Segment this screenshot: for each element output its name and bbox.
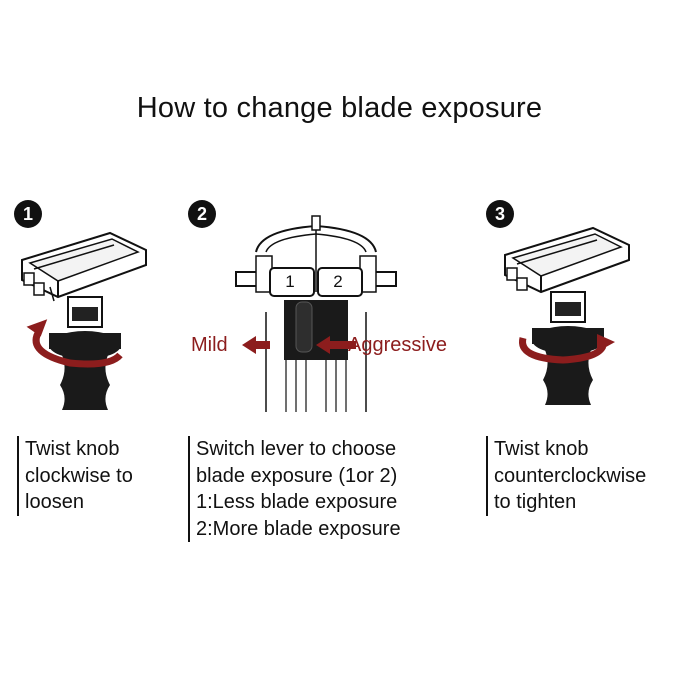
step-1-line: loosen	[25, 491, 84, 513]
step-3-description: Twist knob counterclockwise to tighten	[486, 436, 646, 516]
step-1-razor-illustration	[21, 231, 147, 410]
step-1-description: Twist knob clockwise to loosen	[17, 436, 133, 516]
step-3-line: to tighten	[494, 491, 577, 513]
step-1-line: clockwise to	[25, 464, 133, 487]
step-3-line: Twist knob	[494, 438, 589, 460]
page-title: How to change blade exposure	[136, 92, 543, 124]
arrow-label-aggressive: Aggressive	[348, 334, 447, 356]
step-1-number-badge: 1	[14, 200, 42, 228]
step-2-line: blade exposure (1or 2)	[196, 464, 398, 487]
step-2-number-badge: 2	[188, 200, 216, 228]
step-2-line: 1:Less blade exposure	[196, 491, 398, 513]
step-3-line: counterclockwise	[494, 464, 647, 487]
arrow-label-mild: Mild	[191, 334, 228, 356]
step-2-lever-illustration	[235, 215, 397, 412]
step-2-description: Switch lever to choose blade exposure (1…	[188, 436, 401, 542]
step-3-number-badge: 3	[486, 200, 514, 228]
step-3-razor-illustration	[504, 226, 630, 405]
lever-label-2: 2	[333, 272, 343, 291]
step-2-line: Switch lever to choose	[196, 438, 397, 460]
step-2-line: 2:More blade exposure	[196, 517, 401, 540]
lever-label-1: 1	[285, 272, 295, 291]
step-1-line: Twist knob	[25, 438, 120, 460]
